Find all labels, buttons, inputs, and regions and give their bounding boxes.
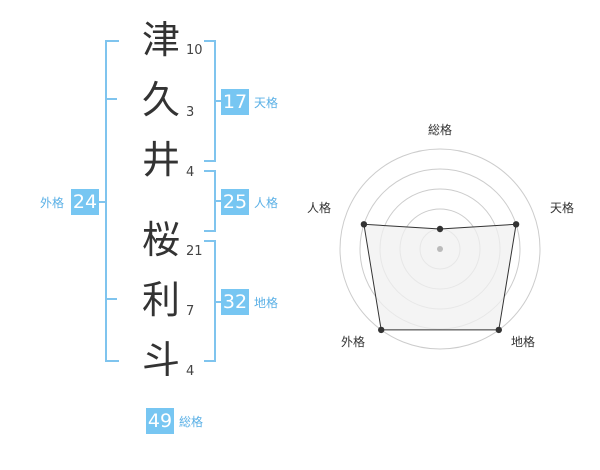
soukaku-label: 総格: [179, 415, 204, 429]
stroke-count-5: 7: [186, 304, 195, 319]
name-char-6: 斗: [141, 338, 180, 382]
tenkaku-bracket: [204, 40, 216, 162]
gaikaku-bracket: [105, 40, 119, 362]
tenkaku-bracket-stub: [216, 100, 221, 102]
jinkaku-bracket: [204, 170, 216, 232]
radar-label-jinkaku: 人格: [307, 201, 332, 215]
chikaku-bracket: [204, 240, 216, 362]
stroke-count-3: 4: [186, 165, 195, 180]
soukaku-value: 49: [146, 408, 174, 434]
radar-grid-ring-5: [339, 148, 541, 350]
name-char-3: 井: [141, 138, 180, 182]
stroke-count-6: 4: [186, 364, 195, 379]
stroke-count-1: 10: [186, 43, 203, 58]
radar-point-5: [360, 221, 368, 228]
gaikaku-bracket-tick-2: [105, 298, 117, 300]
radar-series-polygon: [363, 223, 517, 331]
tenkaku-label: 天格: [254, 96, 279, 110]
jinkaku-value: 25: [221, 189, 249, 215]
radar-point-3: [495, 326, 502, 334]
name-char-2: 久: [141, 78, 180, 122]
radar-label-soukaku: 総格: [428, 123, 453, 137]
radar-label-tenkaku: 天格: [550, 201, 575, 215]
chikaku-value: 32: [221, 289, 249, 315]
radar-label-gaikaku: 外格: [341, 335, 366, 349]
radar-point-4: [378, 326, 385, 334]
chikaku-label: 地格: [254, 296, 279, 310]
gaikaku-label: 外格: [40, 196, 65, 210]
jinkaku-label: 人格: [254, 196, 279, 210]
gaikaku-bracket-stub: [98, 201, 105, 203]
tenkaku-value: 17: [221, 89, 249, 115]
name-char-1: 津: [141, 18, 180, 62]
radar-center-dot: [437, 246, 443, 252]
gaikaku-bracket-tick-1: [105, 98, 117, 100]
radar-point-2: [512, 221, 520, 228]
radar-point-1: [436, 225, 444, 233]
radar-label-chikaku: 地格: [511, 335, 536, 349]
chikaku-bracket-stub: [216, 301, 221, 303]
gaikaku-value: 24: [71, 189, 99, 215]
name-char-5: 利: [141, 278, 180, 322]
name-char-4: 桜: [141, 218, 180, 262]
stroke-count-2: 3: [186, 105, 195, 120]
stroke-count-4: 21: [186, 244, 203, 259]
jinkaku-bracket-stub: [216, 200, 221, 202]
